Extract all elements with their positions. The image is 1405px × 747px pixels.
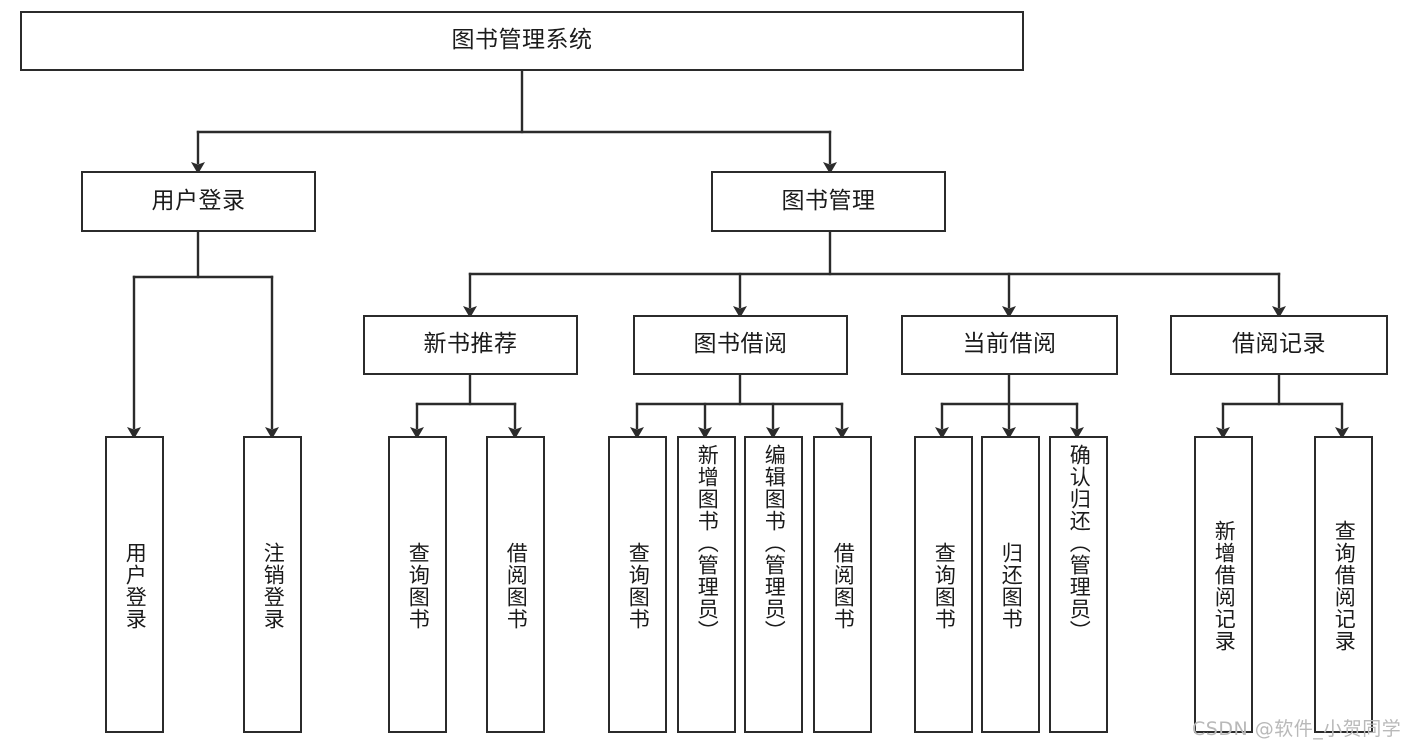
- leaf-add-record-label: 新增借阅记录: [1212, 519, 1237, 652]
- leaf-borrow-book-1-label: 借阅图书: [504, 541, 529, 630]
- leaf-query-record-label: 查询借阅记录: [1332, 519, 1357, 652]
- leaf-query-record[interactable]: 查询借阅记录: [1314, 436, 1373, 733]
- leaf-edit-book-label: 编辑图书（管理员）: [762, 444, 787, 642]
- leaf-borrow-book-2-label: 借阅图书: [831, 541, 856, 630]
- leaf-confirm-return-label: 确认归还（管理员）: [1067, 444, 1092, 642]
- watermark-text: CSDN @软件_小贺同学: [1192, 718, 1402, 740]
- leaf-edit-book[interactable]: 编辑图书（管理员）: [744, 436, 803, 733]
- node-book-borrow-label: 图书借阅: [693, 331, 788, 358]
- leaf-add-record[interactable]: 新增借阅记录: [1194, 436, 1253, 733]
- node-root[interactable]: 图书管理系统: [20, 11, 1024, 71]
- leaf-confirm-return[interactable]: 确认归还（管理员）: [1049, 436, 1108, 733]
- leaf-query-book-2-label: 查询图书: [626, 541, 651, 630]
- leaf-user-login-label: 用户登录: [123, 541, 148, 630]
- node-book-manage[interactable]: 图书管理: [711, 171, 946, 232]
- node-user-login[interactable]: 用户登录: [81, 171, 316, 232]
- leaf-query-book-3-label: 查询图书: [932, 541, 957, 630]
- node-book-borrow[interactable]: 图书借阅: [633, 315, 848, 375]
- leaf-user-login[interactable]: 用户登录: [105, 436, 164, 733]
- leaf-query-book-1[interactable]: 查询图书: [388, 436, 447, 733]
- node-current-borrow-label: 当前借阅: [962, 331, 1057, 358]
- node-borrow-record-label: 借阅记录: [1232, 331, 1326, 358]
- node-book-manage-label: 图书管理: [781, 187, 876, 214]
- leaf-query-book-3[interactable]: 查询图书: [914, 436, 973, 733]
- leaf-query-book-2[interactable]: 查询图书: [608, 436, 667, 733]
- leaf-borrow-book-1[interactable]: 借阅图书: [486, 436, 545, 733]
- leaf-query-book-1-label: 查询图书: [406, 541, 431, 630]
- node-root-label: 图书管理系统: [451, 27, 593, 54]
- node-user-login-label: 用户登录: [151, 187, 246, 214]
- leaf-logout[interactable]: 注销登录: [243, 436, 302, 733]
- leaf-borrow-book-2[interactable]: 借阅图书: [813, 436, 872, 733]
- node-new-book-recommend-label: 新书推荐: [423, 331, 518, 358]
- leaf-return-book-label: 归还图书: [999, 541, 1024, 630]
- leaf-add-book[interactable]: 新增图书（管理员）: [677, 436, 736, 733]
- leaf-return-book[interactable]: 归还图书: [981, 436, 1040, 733]
- node-borrow-record[interactable]: 借阅记录: [1170, 315, 1388, 375]
- node-current-borrow[interactable]: 当前借阅: [901, 315, 1118, 375]
- node-new-book-recommend[interactable]: 新书推荐: [363, 315, 578, 375]
- leaf-logout-label: 注销登录: [261, 541, 286, 630]
- leaf-add-book-label: 新增图书（管理员）: [695, 444, 720, 642]
